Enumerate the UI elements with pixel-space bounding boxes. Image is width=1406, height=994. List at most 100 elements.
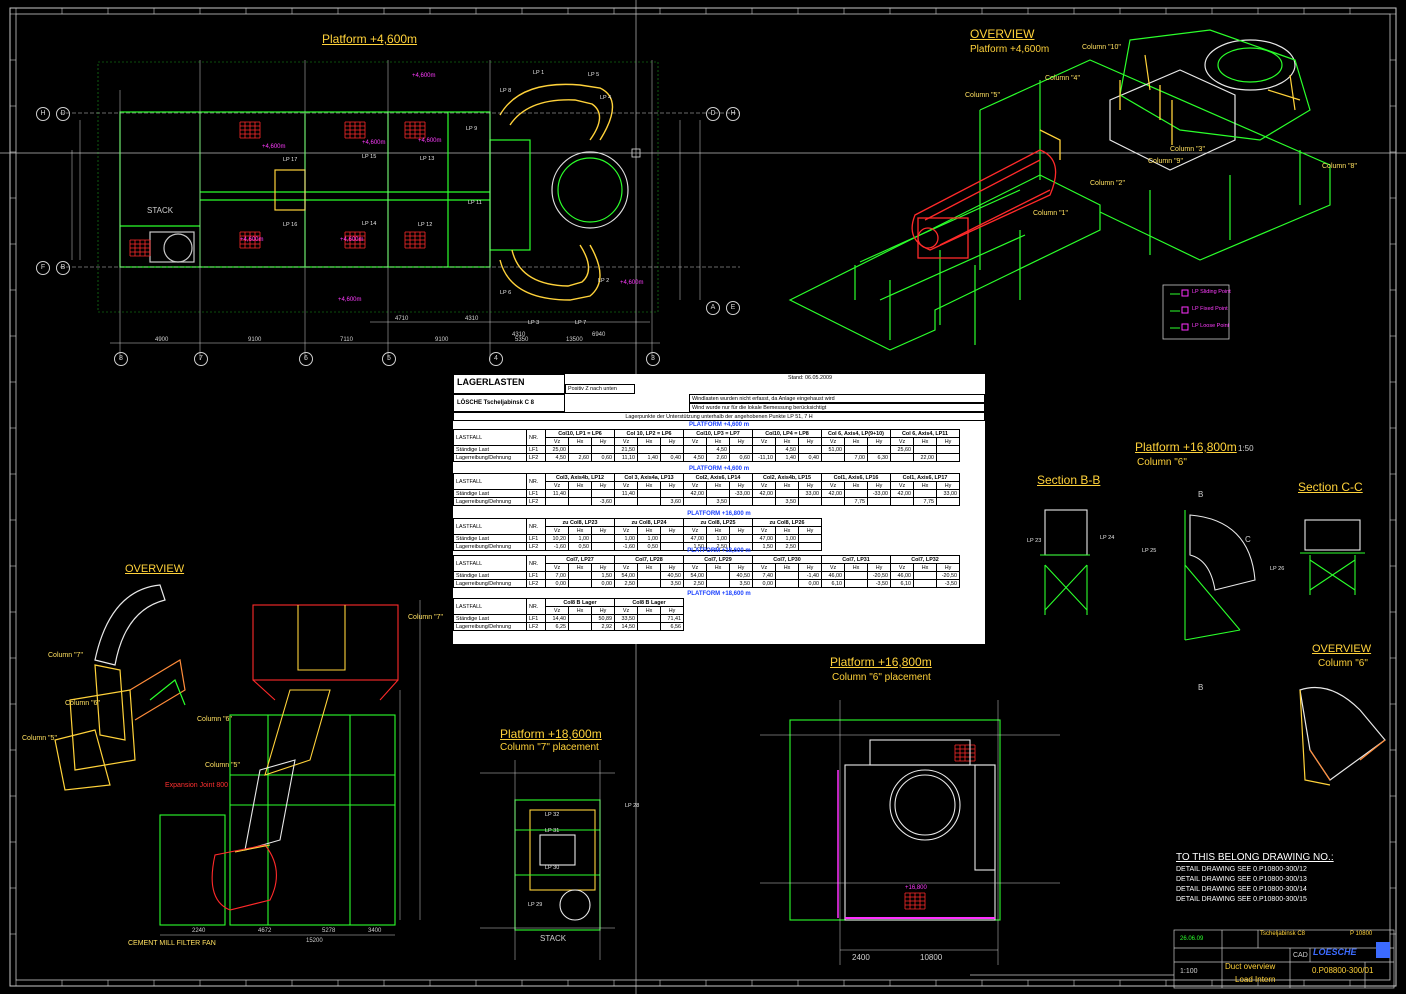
phase-heading-1: PLATFORM +4,600 m (688, 466, 750, 472)
dim-bottom-3: 9100 (435, 337, 449, 343)
belong-line-1: DETAIL DRAWING SEE 0.P10800-300/13 (1176, 876, 1307, 883)
plan-168-title: Platform +16,800m (830, 655, 932, 669)
detail-168-title: Platform +16,800m (1135, 440, 1237, 454)
tb-drawing-no: 0.P08800-300/01 (1312, 966, 1374, 975)
plan-186-lp-0: LP 32 (545, 812, 560, 818)
plan-main-drawing (119, 111, 629, 268)
legend-item-1: LP Fixed Point (1192, 306, 1228, 312)
lp-label-14: LP 7 (575, 320, 587, 326)
plan-168-dim-2: 10800 (920, 953, 943, 962)
lp-label-11: LP 11 (468, 200, 482, 206)
elev-label-1: Column "6" (197, 716, 232, 723)
tb-cad: CAD (1293, 952, 1308, 959)
belong-line-3: DETAIL DRAWING SEE 0.P10800-300/15 (1176, 896, 1307, 903)
grid-row-h-right: H (726, 107, 740, 121)
plan-186-lp-2: LP 28 (625, 803, 640, 809)
overview-column-7: Column "1" (1033, 210, 1068, 217)
elev-dim-1: 4672 (258, 928, 272, 934)
load-table-title: LAGERLASTEN (453, 374, 565, 394)
section-overview-title: OVERVIEW (1312, 643, 1372, 655)
section-bb-title: Section B-B (1037, 473, 1101, 487)
stack-label: STACK (147, 206, 174, 215)
lp-label-12: LP 6 (500, 290, 512, 296)
lp-label-7: LP 16 (283, 222, 298, 228)
tb-desc-1: Duct overview (1225, 962, 1276, 971)
section-lp-3: LP 26 (1270, 566, 1285, 572)
lp-label-10: LP 12 (418, 222, 433, 228)
section-overview-sub: Column "6" (1318, 658, 1368, 669)
elevation-drawing (159, 604, 399, 926)
lp-label-13: LP 3 (528, 320, 540, 326)
plan-168-drawing (789, 719, 1001, 921)
table-note-3: Lagerpunkte der Unterstützung unterhalb … (453, 412, 985, 421)
grid-row-d: D (56, 107, 70, 121)
belong-list: TO THIS BELONG DRAWING NO.: DETAIL DRAWI… (1176, 852, 1334, 903)
grid-row-a-right: A (706, 301, 720, 315)
lp-label-2: LP 8 (500, 88, 512, 94)
grid-col-6: 6 (299, 352, 313, 366)
elev-dim-2: 5278 (322, 928, 336, 934)
elev-label-3: Expansion Joint 800 (165, 782, 229, 789)
overview-left-column-1: Column "6" (65, 700, 100, 707)
load-table-company: LÖSCHE Tscheljabinsk C 8 (453, 394, 565, 412)
table-note-1: Windlasten wurden nicht erfasst, da Anla… (689, 394, 985, 403)
phase-heading-3: PLATFORM +18,600 m (687, 548, 751, 554)
grid-row-e-right: E (726, 301, 740, 315)
elev-label-0: Column "7" (408, 614, 443, 621)
dim-inner-1: 4310 (465, 316, 479, 322)
detail-168-scale: 1:50 (1238, 444, 1254, 453)
dim-bottom-0: 4900 (155, 337, 169, 343)
plan-186-lp-3: LP 30 (545, 865, 560, 871)
table-date: Stand: 06.05.2009 (787, 375, 833, 381)
tb-scale: 1:100 (1180, 968, 1198, 975)
section-drawings (1040, 509, 1365, 641)
plan-186-subtitle: Column "7" placement (500, 742, 599, 753)
belong-heading: TO THIS BELONG DRAWING NO.: (1176, 852, 1334, 863)
dim-inner-0: 4710 (395, 316, 409, 322)
plan-186-stack: STACK (540, 934, 567, 943)
grid-col-3: 3 (646, 352, 660, 366)
phase-heading-0: PLATFORM +4,600 m (688, 422, 750, 428)
elev-dim-3: 3400 (368, 928, 382, 934)
dim-bottom-5: 13500 (566, 337, 583, 343)
level-marker-3: +4,600m (418, 138, 442, 144)
elev-label-4: CEMENT MILL FILTER FAN (128, 940, 216, 947)
lp-label-4: LP 9 (466, 126, 478, 132)
level-marker-2: +4,600m (362, 140, 386, 146)
grid-row-f: F (36, 261, 50, 275)
plan-186-title: Platform +18,600m (500, 727, 602, 741)
section-mark-b-top: B (1198, 490, 1204, 499)
lp-label-8: LP 13 (420, 156, 435, 162)
plan-186-lp-4: LP 29 (528, 902, 543, 908)
load-table: LAGERLASTEN LÖSCHE Tscheljabinsk C 8 Pos… (453, 374, 985, 644)
lp-label-3: LP 4 (600, 95, 612, 101)
dim-inner-3: 6940 (592, 332, 606, 338)
overview-column-0: Column "10" (1082, 44, 1121, 51)
overview-main-subtitle: Platform +4,600m (970, 44, 1050, 55)
detail-168-subtitle: Column "6" (1137, 457, 1187, 468)
overview-column-3: Column "3" (1170, 146, 1205, 153)
elev-dim-4: 15200 (306, 938, 323, 944)
phase-heading-2: PLATFORM +16,800 m (687, 511, 751, 517)
level-marker-5: +4,600m (340, 237, 364, 243)
table-note-2: Wind wurde nur für die lokale Bemessung … (689, 403, 985, 412)
plan-main-title: Platform +4,600m (322, 32, 418, 46)
section-lp-0: LP 23 (1027, 538, 1042, 544)
level-marker-4: +4,600m (240, 237, 264, 243)
section-lp-2: LP 25 (1142, 548, 1157, 554)
tb-project: Tscheljabinsk C8 (1260, 931, 1306, 937)
lp-label-1: LP 5 (588, 72, 600, 78)
grid-col-5: 5 (382, 352, 396, 366)
dim-bottom-2: 7110 (340, 337, 353, 343)
overview-left-title: OVERVIEW (125, 563, 185, 575)
tb-desc-2: Load Intern (1235, 975, 1276, 984)
plan-168-dim-1: 2400 (852, 953, 870, 962)
elev-label-2: Column "5" (205, 762, 240, 769)
overview-isometric (788, 29, 1331, 351)
sign-note: Positiv Z nach unten (565, 384, 635, 394)
dim-bottom-4: 5350 (515, 337, 529, 343)
